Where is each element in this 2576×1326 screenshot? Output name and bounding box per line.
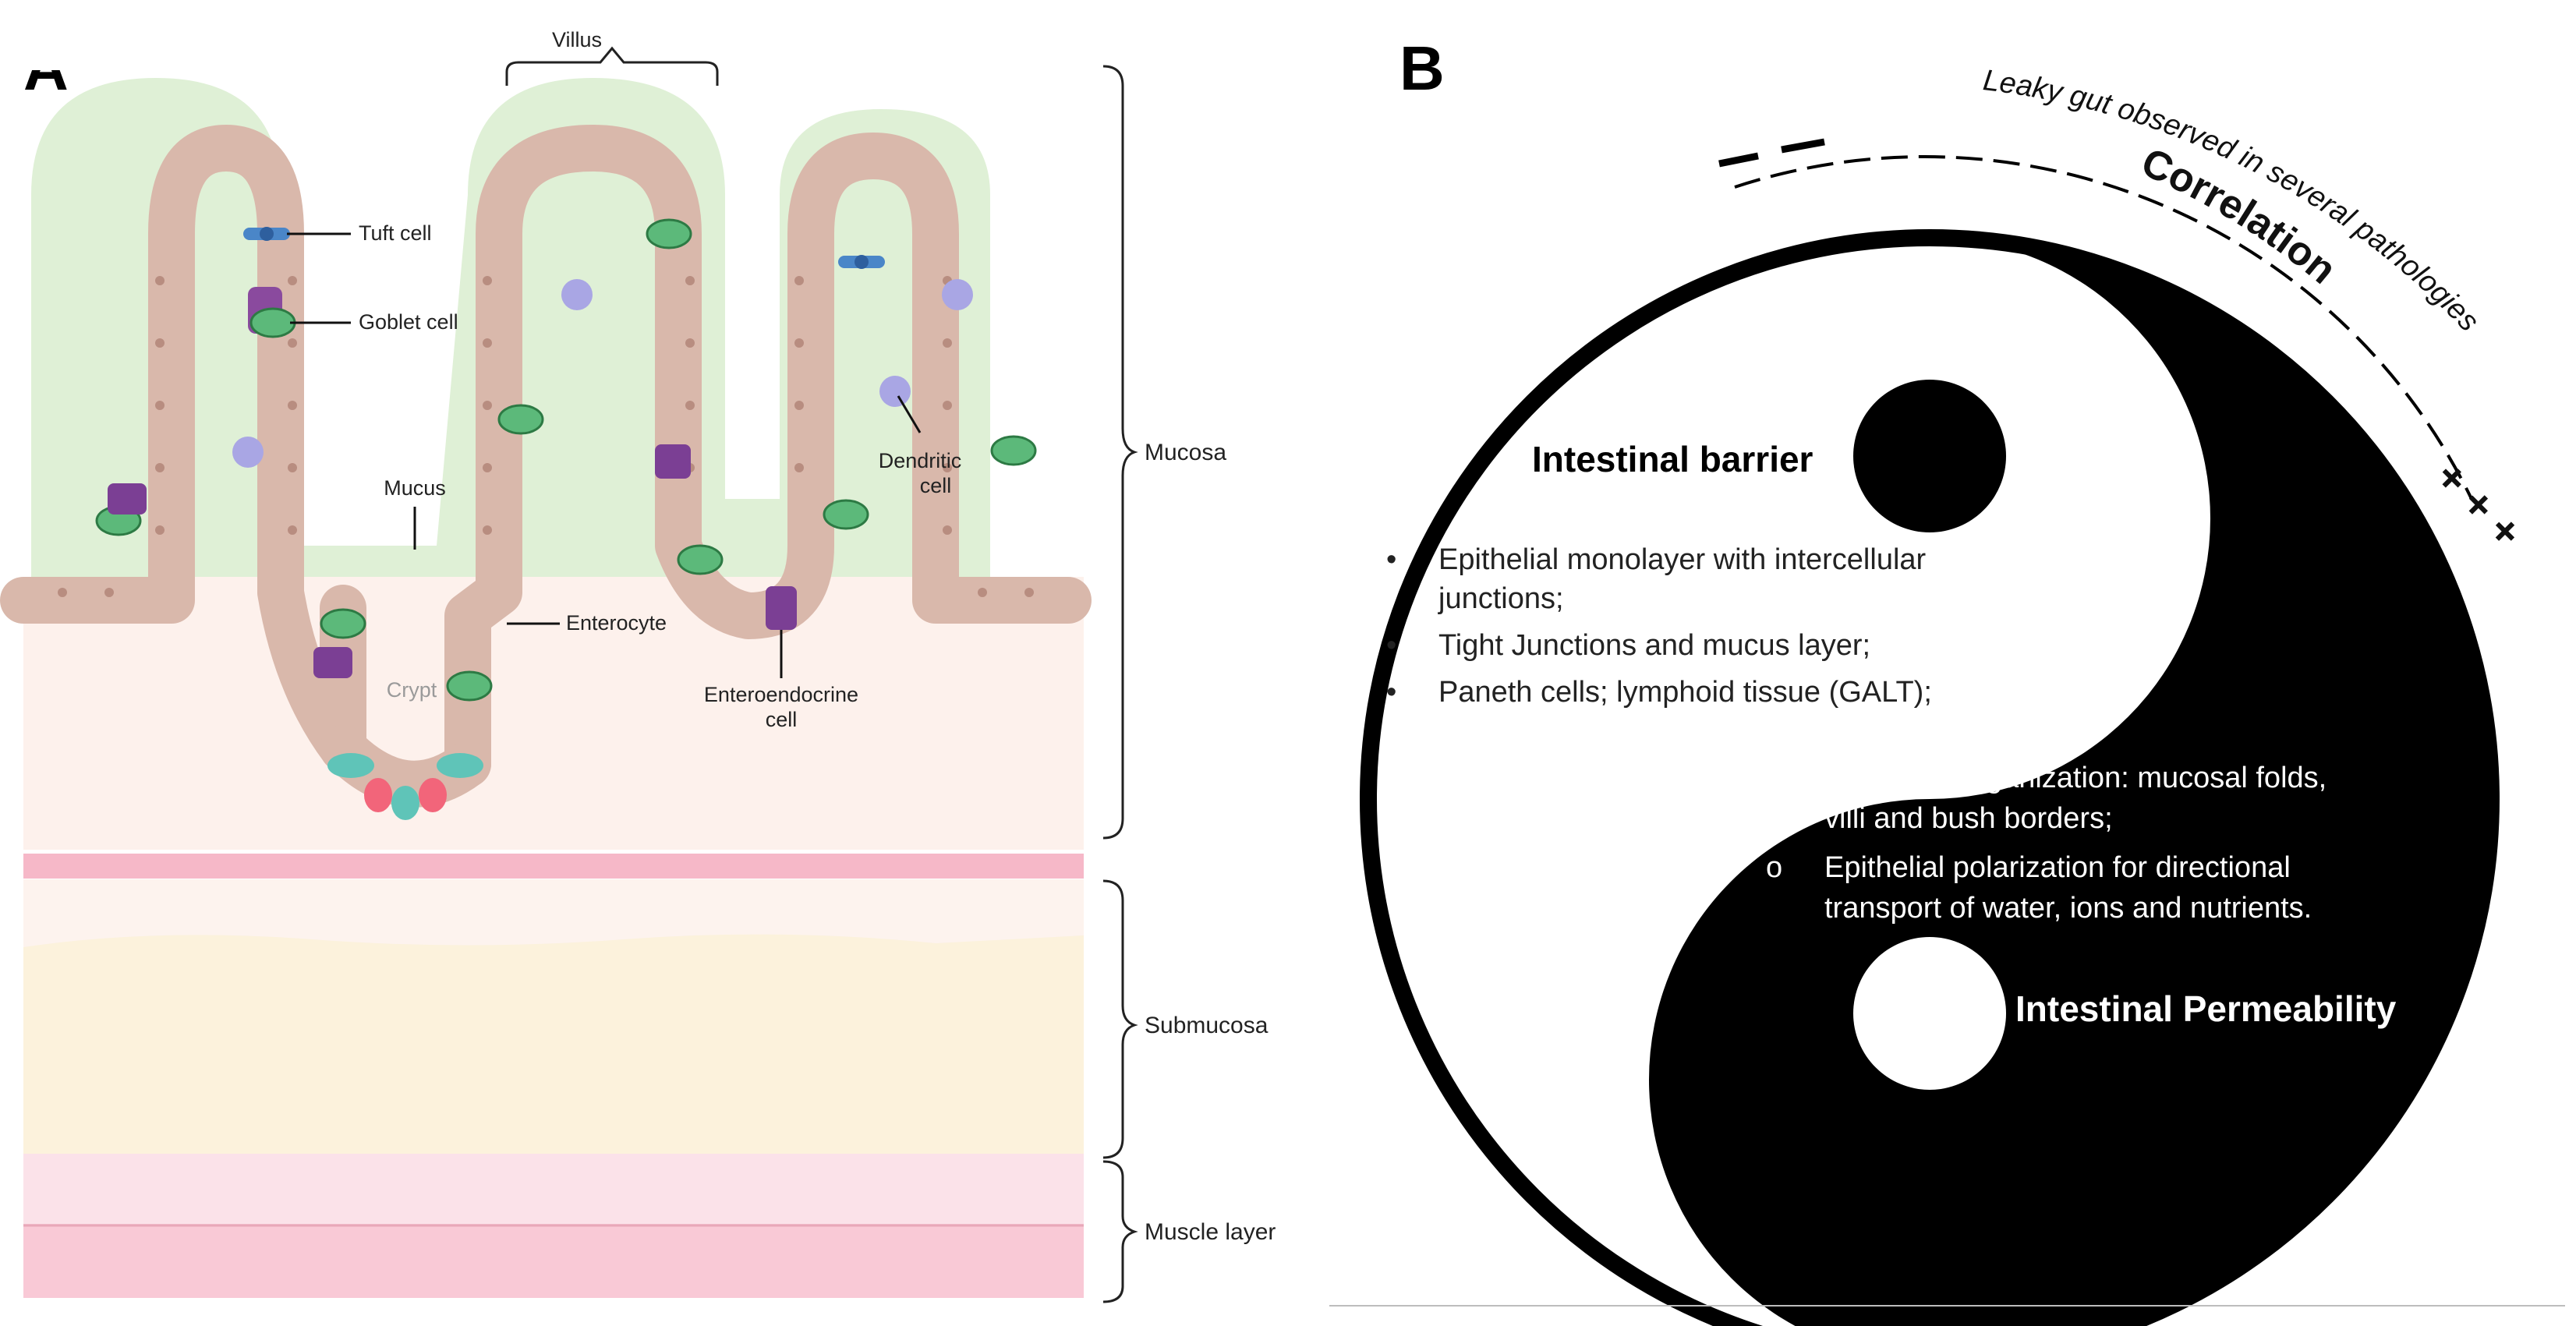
permeability-marker-2: o <box>1766 851 1782 884</box>
villus-brace <box>505 46 719 86</box>
submucosa-label: Submucosa <box>1145 1013 1269 1038</box>
barrier-list: • Epithelial monolayer with intercellula… <box>1386 543 1932 709</box>
mucosa-brace <box>1102 65 1138 840</box>
barrier-item-2: Tight Junctions and mucus layer; <box>1438 629 1870 662</box>
barrier-marker-1: • <box>1386 543 1396 576</box>
enterocyte-label: Enterocyte <box>566 611 667 635</box>
crypt-label: Crypt <box>387 678 437 702</box>
mucosa-label: Mucosa <box>1145 440 1226 465</box>
barrier-marker-2: • <box>1386 629 1396 662</box>
villus-1-epithelium <box>0 125 366 772</box>
tuft-cell <box>243 227 290 241</box>
barrier-item-3: Paneth cells; lymphoid tissue (GALT); <box>1438 676 1932 709</box>
enteroendocrine-cells <box>108 444 797 678</box>
epithelial-nuclei <box>58 276 1034 597</box>
plus-signs: + + + <box>2426 451 2532 557</box>
dendritic-cell-label-2: cell <box>920 474 952 497</box>
enteroendocrine-label-1: Enteroendocrine <box>704 683 858 706</box>
muscle-layer-outer <box>23 1224 1084 1298</box>
panel-b-letter: B <box>1399 34 1445 103</box>
mucosa-lamina <box>23 577 1084 850</box>
panel-b: B + + + Correlation Leaky gut observed i… <box>1329 34 2565 1326</box>
yin-yang-black-half <box>1649 238 2491 1326</box>
permeability-item-1: Structural organization: mucosal folds, <box>1824 762 2327 794</box>
permeability-item-1b: villi and bush borders; <box>1824 802 2113 835</box>
panel-a: A <box>0 23 1276 1303</box>
crypt-base-cells <box>327 753 483 820</box>
mucus-label: Mucus <box>384 476 446 500</box>
dendritic-cell-label-1: Dendritic <box>879 449 962 472</box>
permeability-marker-1: o <box>1766 762 1782 794</box>
muscle-layer-label: Muscle layer <box>1145 1219 1276 1245</box>
yin-yang-white-dot <box>1853 937 2006 1090</box>
villus-2-epithelium <box>444 125 1092 787</box>
permeability-list: o Structural organization: mucosal folds… <box>1766 762 2327 925</box>
enteroendocrine-label-2: cell <box>766 708 798 731</box>
goblet-cell-2 <box>95 218 1037 702</box>
muscle-brace <box>1102 1160 1138 1303</box>
permeability-title: Intestinal Permeability <box>2015 988 2397 1029</box>
barrier-item-1: Epithelial monolayer with intercellular <box>1438 543 1927 576</box>
muscle-layer-inner <box>23 1154 1084 1224</box>
tuft-cell-label: Tuft cell <box>359 221 432 245</box>
permeability-item-2b: transport of water, ions and nutrients. <box>1824 892 2312 925</box>
muscularis-mucosae <box>23 854 1084 879</box>
submucosa-wave <box>23 879 1084 947</box>
goblet-cell-label: Goblet cell <box>359 310 458 334</box>
correlation-dashed-arc <box>1734 155 2473 500</box>
permeability-item-2: Epithelial polarization for directional <box>1824 851 2291 884</box>
barrier-marker-3: • <box>1386 676 1396 709</box>
leader-lines <box>287 232 922 678</box>
yin-yang-black-dot <box>1853 380 2006 532</box>
dendritic-cells <box>232 279 973 468</box>
tuft-cell-2 <box>838 255 885 269</box>
villus-label: Villus <box>552 28 602 51</box>
barrier-title: Intestinal barrier <box>1532 439 1813 479</box>
barrier-item-1b: junctions; <box>1438 582 1564 615</box>
yin-yang <box>1360 229 2500 1326</box>
minus-marks <box>1718 138 1825 168</box>
submucosa-brace <box>1102 879 1138 1159</box>
